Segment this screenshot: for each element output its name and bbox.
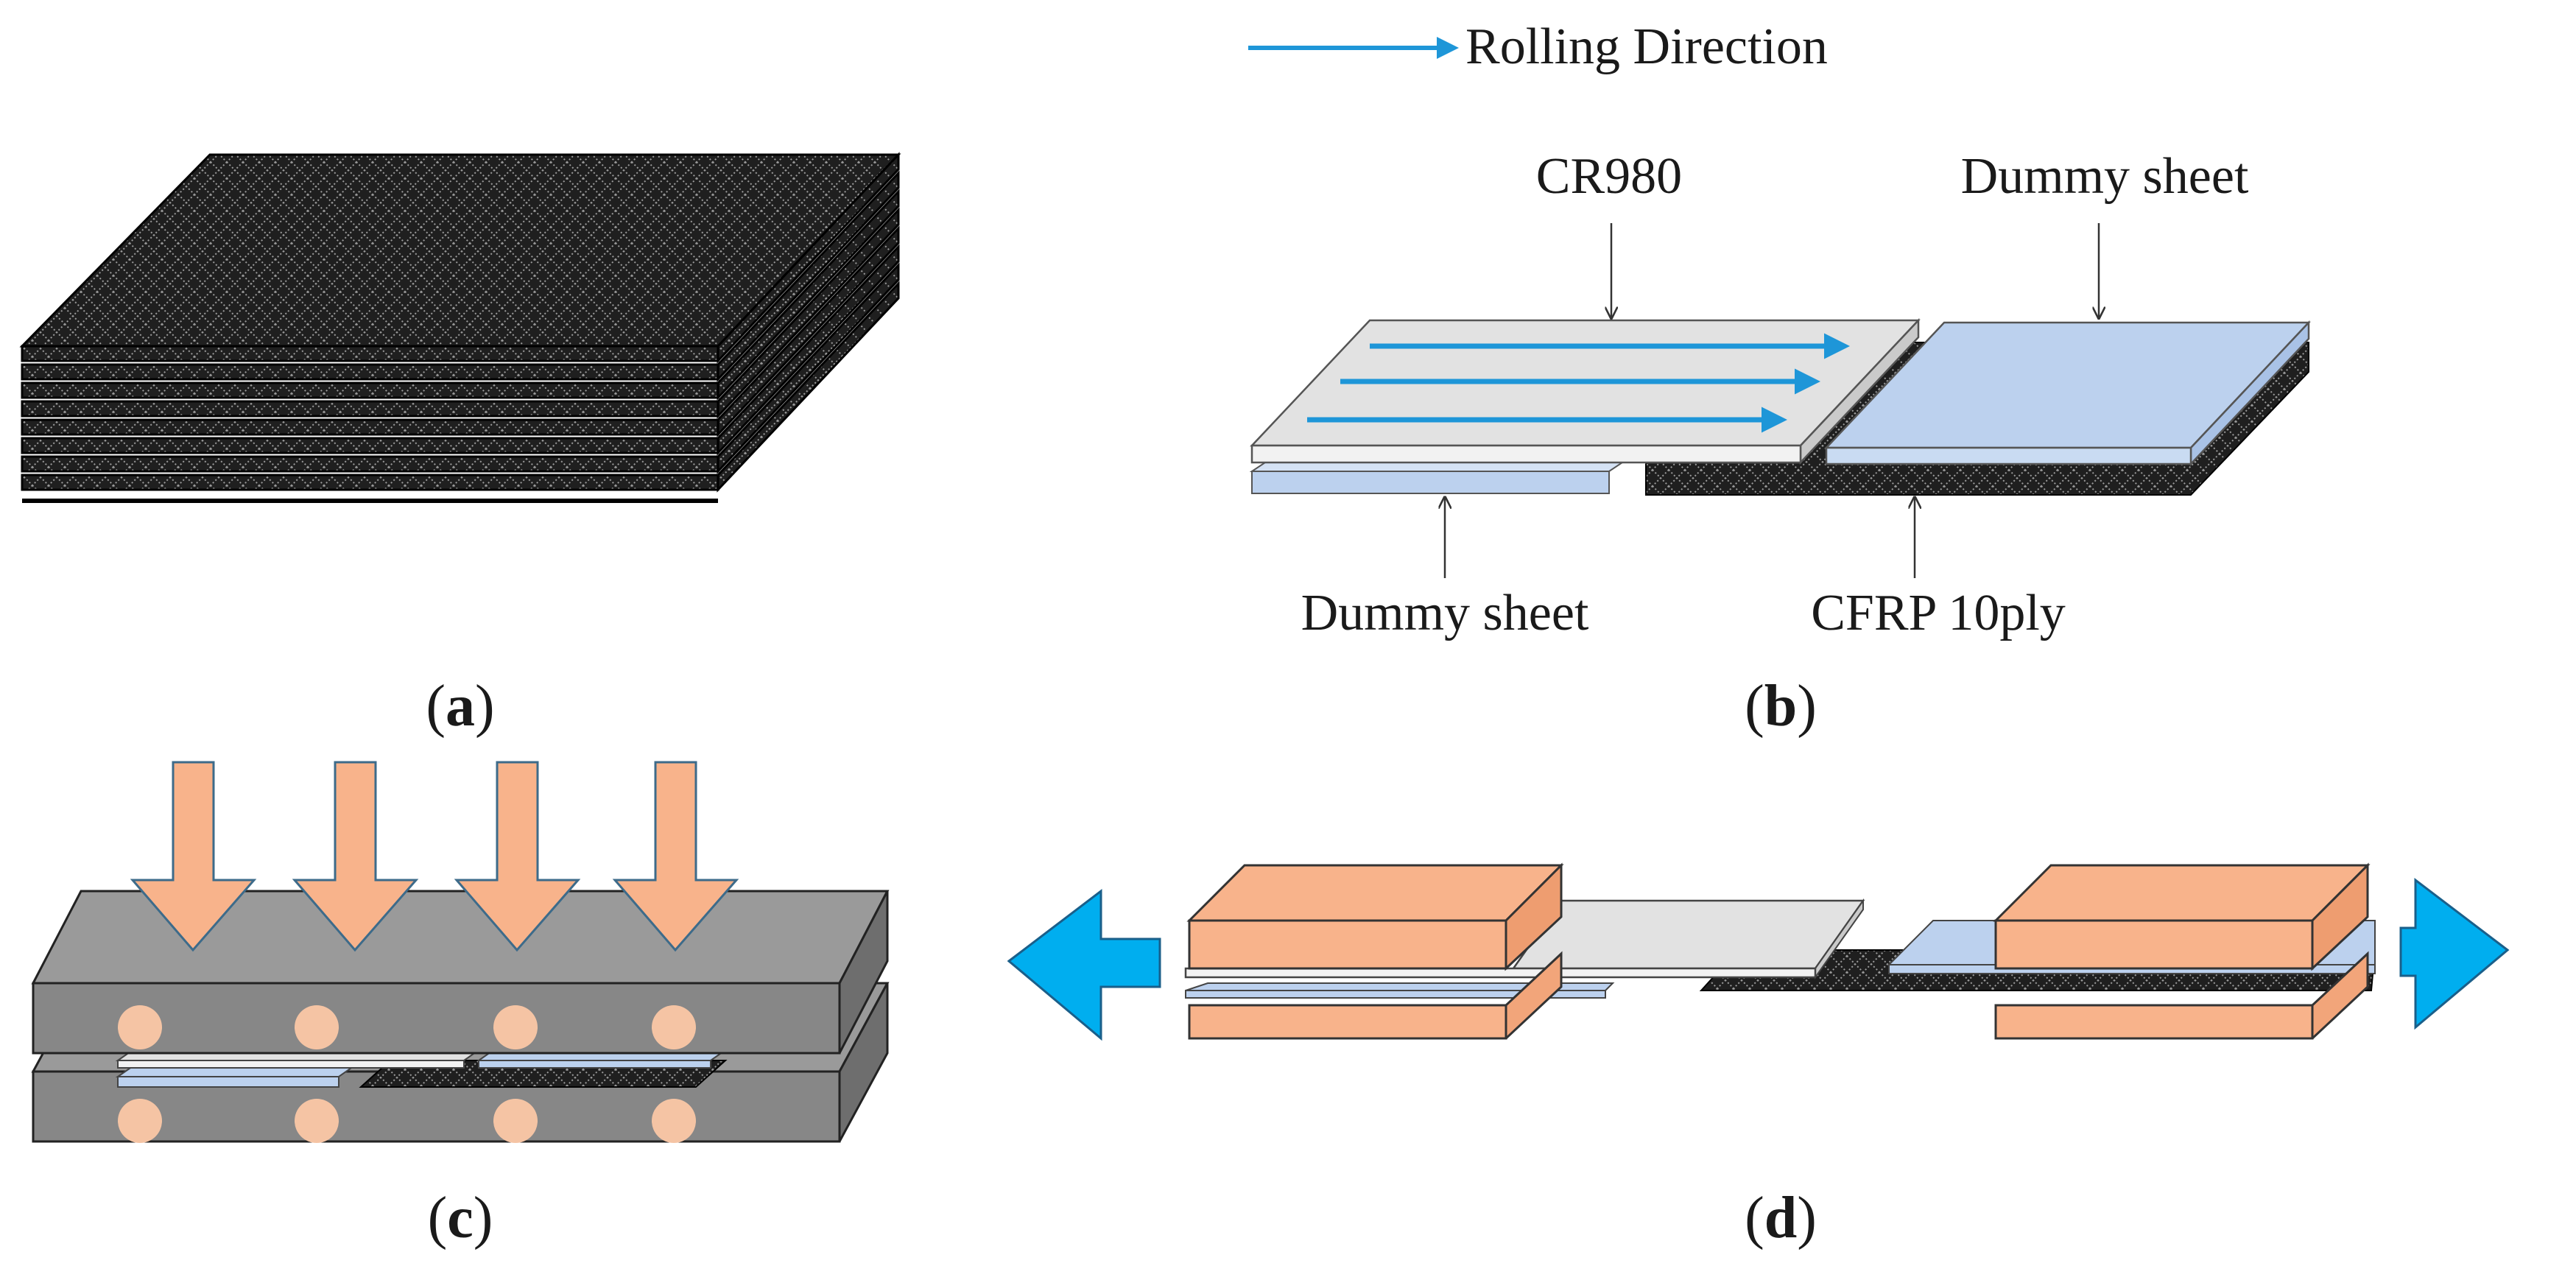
grip-right (1993, 862, 2371, 1040)
pressure-arrow-icon (292, 761, 419, 952)
panel-d-label: (d) (1745, 1186, 1817, 1250)
tension-arrow-right-icon (2399, 877, 2510, 1030)
cr980-sheet (1250, 317, 1921, 465)
pressure-arrow-icon (612, 761, 739, 952)
pressure-arrows (130, 761, 739, 952)
label-cfrp-10ply: CFRP 10ply (1811, 585, 2066, 641)
panel-b-label: (b) (1745, 674, 1817, 739)
pressure-arrow-icon (130, 761, 257, 952)
press-laminate (115, 1049, 728, 1088)
label-dummy-sheet-upper: Dummy sheet (1961, 148, 2249, 205)
heater-dots (118, 1005, 696, 1143)
grip-left (1186, 862, 1564, 1040)
legend: Rolling Direction (1248, 18, 1828, 75)
panel-a-cfrp-stack: (a) (19, 152, 901, 739)
legend-label: Rolling Direction (1465, 18, 1828, 75)
tension-arrow-left-icon (1007, 888, 1161, 1041)
cfrp-ply-stack (19, 152, 901, 503)
panel-b-layup: CR980 Dummy sheet Dummy sheet CFRP 10ply… (1249, 148, 2311, 739)
label-dummy-sheet-lower: Dummy sheet (1301, 585, 1589, 641)
pressure-arrow-icon (454, 761, 581, 952)
panel-c-hot-press: (c) (31, 761, 890, 1250)
label-cr980: CR980 (1536, 148, 1682, 205)
dummy-sheet-upper (1824, 320, 2311, 467)
panel-a-label: (a) (426, 674, 494, 739)
panel-c-label: (c) (428, 1186, 493, 1250)
panel-d-tensile-test: (d) (1007, 862, 2510, 1250)
